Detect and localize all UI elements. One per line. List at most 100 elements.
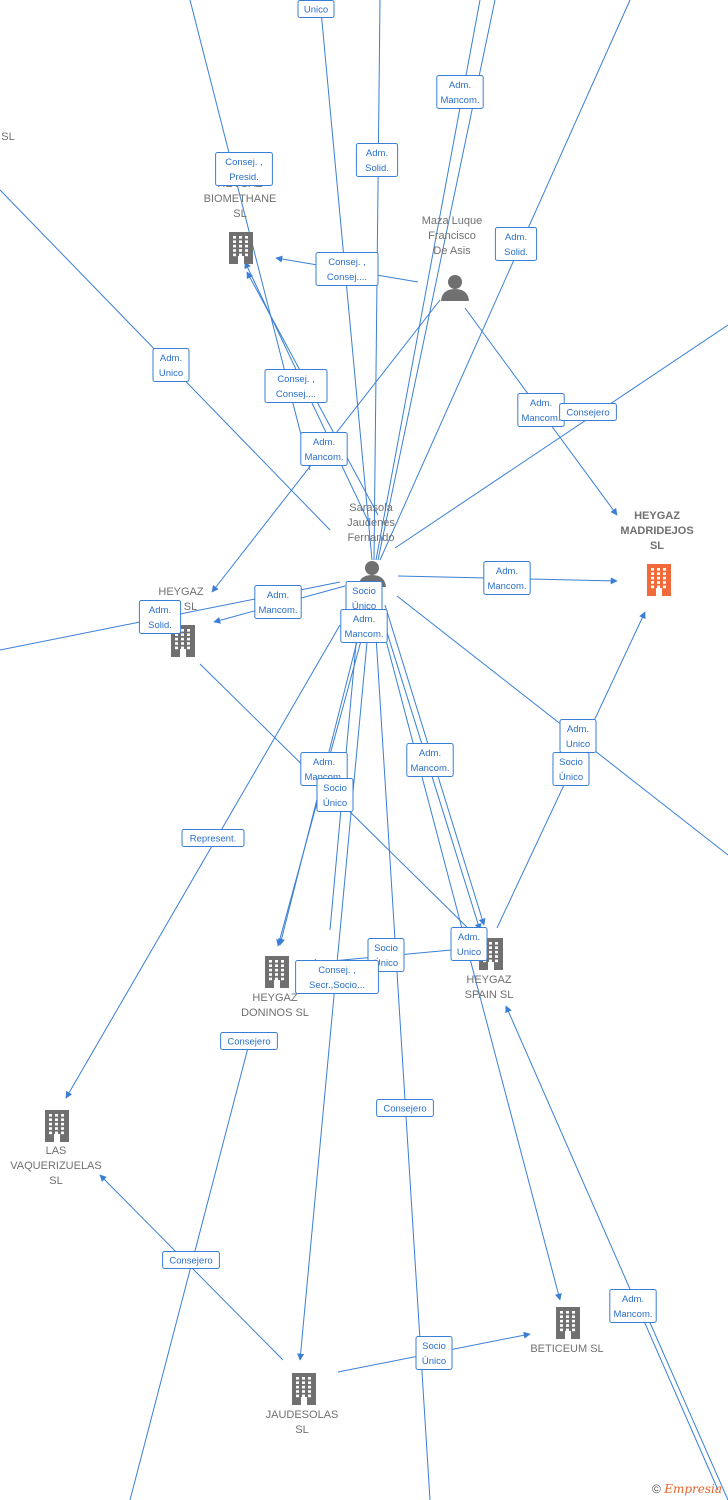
edge-label-box [220,1032,278,1050]
node-beticeum[interactable]: BETICEUM SL [530,1307,604,1355]
edge-label[interactable]: Adm. Mancom. [300,432,348,466]
building-icon[interactable] [556,1307,580,1339]
node-label-line: MADRIDEJOS [620,525,693,537]
edge-label-box [297,0,335,18]
edge-label[interactable]: Adm.Solid. [355,143,399,177]
edge-label[interactable]: Consej. ,Consej.... [315,252,379,286]
building-icon[interactable] [265,956,289,988]
edge-label-text: Unico [457,947,481,958]
edge-label-text: Único [352,601,376,612]
node-label-line: De Asis [433,245,471,257]
edge-label-text: Único [559,772,583,783]
relation-edge [639,1299,728,1500]
edge-label-text: Adm. [530,398,552,409]
building-icon[interactable] [647,564,671,596]
edge-label[interactable]: Unico [297,0,335,18]
node-heygaz-biomethane[interactable]: HEYGAZBIOMETHANESL [204,178,277,264]
edge-label-text: Socio [422,1341,446,1352]
relation-edge [129,1039,251,1500]
edge-label-box [264,369,328,403]
edge-label-text: Socio [352,586,376,597]
relation-edge [505,1005,719,1491]
edge-label-box [300,432,348,466]
edge-label[interactable]: Consejero [559,403,617,421]
node-label-line: LAS [46,1145,67,1157]
edge-label[interactable]: Adm.Unico [450,927,488,961]
edge-label-text: Adm. [353,614,375,625]
node-label-line: VAQUERIZUELAS [10,1160,102,1172]
edge-label-text: Mancom. [613,1309,652,1320]
edge-label[interactable]: Adm.Mancom. [254,585,302,619]
building-icon[interactable] [45,1110,69,1142]
edge-label-box [415,1336,453,1370]
edge-label-text: Socio [374,943,398,954]
edge-label-box [162,1251,220,1269]
edge-label[interactable]: Adm.Mancom. [517,393,565,427]
edge-label-text: Adm. [496,566,518,577]
edge-label-text: Unico [566,739,590,750]
edge-label[interactable]: Adm.Unico [152,348,190,382]
building-icon[interactable] [229,232,253,264]
building-icon[interactable] [292,1373,316,1405]
edge-label[interactable]: Adm.Mancom. [340,609,388,643]
edge-label-text: Adm. [567,724,589,735]
edge-label[interactable]: Consej. ,Secr.,Socio... [295,960,379,994]
edge-label[interactable]: Adm.Solid. [494,227,538,261]
edge-label-box [152,348,190,382]
node-label-line: Francisco [428,230,476,242]
edge-label[interactable]: Adm.Mancom. [436,75,484,109]
node-label-line: JAUDESOLAS [266,1409,339,1421]
edge-label[interactable]: Consejero [220,1032,278,1050]
edge-label[interactable]: Adm.Mancom. [406,743,454,777]
node-edge-left-sl[interactable]: SL [1,131,14,143]
edge-label[interactable]: Adm. Mancom. [609,1289,657,1323]
edge-label-text: Adm. [505,232,527,243]
edge-label-text: Mancom. [440,95,479,106]
edge-label-box [406,743,454,777]
edge-label-text: Adm. [366,148,388,159]
edge-label[interactable]: Represent. [181,829,245,847]
node-label-line: HEYGAZ [158,586,204,598]
person-icon[interactable] [441,275,469,301]
edge-label-box [315,252,379,286]
edge-label-text: Mancom. [410,763,449,774]
node-label-line: Maza Luque [422,215,483,227]
node-jaudesolas[interactable]: JAUDESOLAS SL [266,1373,339,1436]
edge-label-box [355,143,399,177]
edge-label-text: Adm. [160,353,182,364]
edge-label[interactable]: Adm.Mancom. [483,561,531,595]
edge-label[interactable]: Consej. ,Presid. [215,152,273,186]
edge-label-text: Consejero [169,1256,212,1267]
edge-label[interactable]: Adm.Solid. [138,600,182,634]
edge-label-text: Mancom. [304,452,343,463]
node-label-line: Jaudenes [347,517,395,529]
edge-label[interactable]: Consej. ,Consej.... [264,369,328,403]
relation-edge [394,324,728,549]
edge-label-text: Adm. [622,1294,644,1305]
edge-label[interactable]: Consejero [376,1099,434,1117]
edge-label-text: Adm. [313,437,335,448]
edge-label-box [316,778,354,812]
node-label-line: SL [295,1424,308,1436]
brand-logo[interactable]: Empresia [664,1482,722,1496]
edge-label-box [552,752,590,786]
edge-label-text: Mancom. [258,605,297,616]
edge-label-box [559,403,617,421]
edge-label-box [483,561,531,595]
edge-label[interactable]: Adm. Unico [559,719,597,753]
edge-label-text: Consej.... [276,389,316,400]
edge-label[interactable]: Consejero [162,1251,220,1269]
edge-label-text: Presid. [229,172,259,183]
edge-label-text: Consej. , [328,257,366,268]
